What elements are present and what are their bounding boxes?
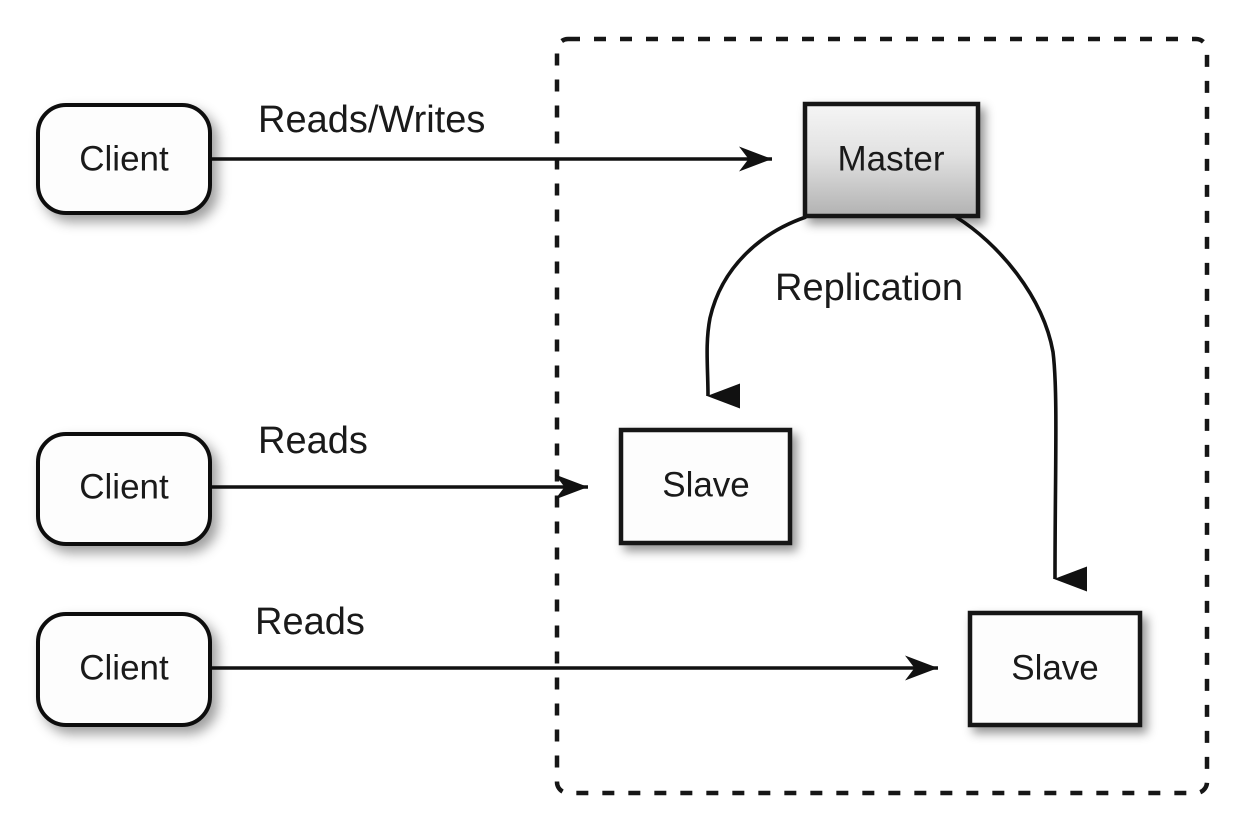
edge-label-replication: Replication	[775, 267, 963, 309]
edge-master-slave1	[705, 215, 807, 409]
node-slave-1[interactable]: Slave	[618, 427, 793, 546]
slave-1-label: Slave	[662, 465, 750, 504]
client-2-label: Client	[79, 467, 169, 506]
node-client-3[interactable]: Client	[36, 612, 212, 727]
edge-label-reads-slave2: Reads	[255, 601, 365, 643]
node-master[interactable]: Master	[802, 101, 981, 219]
master-box[interactable]	[802, 101, 981, 219]
client-3-label: Client	[79, 648, 169, 687]
client-2-box[interactable]	[36, 432, 212, 546]
edge-curve-replication-slave2	[955, 215, 1088, 592]
node-client-2[interactable]: Client	[36, 432, 212, 546]
client-1-box[interactable]	[36, 103, 212, 215]
client-3-box[interactable]	[36, 612, 212, 727]
slave-1-box[interactable]	[618, 427, 793, 546]
edge-label-reads-slave1: Reads	[258, 420, 368, 462]
master-label: Master	[838, 139, 945, 178]
node-client-1[interactable]: Client	[36, 103, 212, 215]
node-slave-2[interactable]: Slave	[967, 610, 1143, 728]
edge-master-slave2	[955, 215, 1088, 592]
edge-curve-replication-slave1	[705, 215, 807, 409]
slave-2-box[interactable]	[967, 610, 1143, 728]
edge-label-reads-writes: Reads/Writes	[258, 99, 485, 141]
replication-cluster-boundary	[554, 36, 1210, 796]
slave-2-label: Slave	[1011, 648, 1099, 687]
client-1-label: Client	[79, 139, 169, 178]
